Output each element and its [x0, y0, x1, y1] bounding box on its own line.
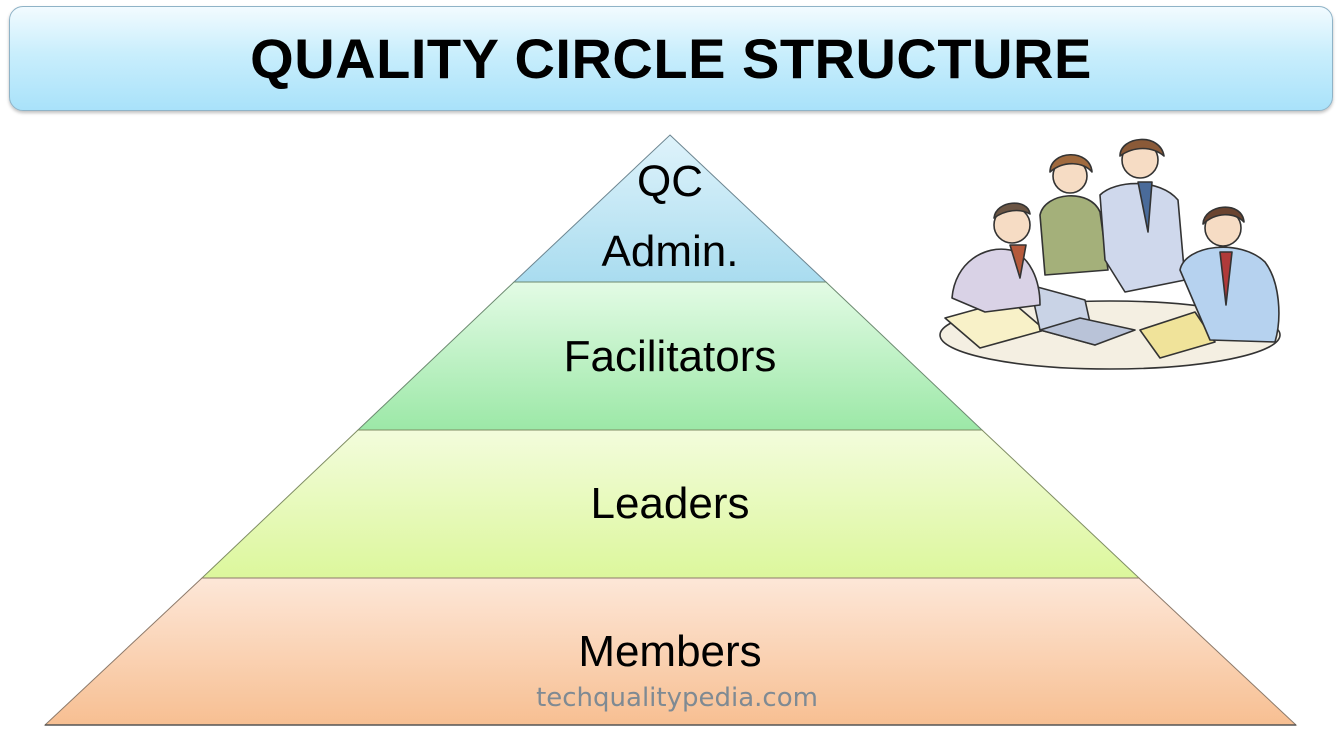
tier-label-facilitators: Facilitators [564, 332, 777, 381]
tier-label-qc: QC [637, 157, 703, 206]
title-banner: QUALITY CIRCLE STRUCTURE [9, 6, 1333, 111]
tier-label-leaders: Leaders [590, 479, 749, 528]
tier-label-admin: Admin. [602, 227, 739, 276]
tier-label-members: Members [578, 627, 761, 676]
page-title: QUALITY CIRCLE STRUCTURE [250, 27, 1092, 90]
team-meeting-clipart-icon [939, 138, 1281, 370]
watermark: techqualitypedia.com [536, 683, 818, 713]
